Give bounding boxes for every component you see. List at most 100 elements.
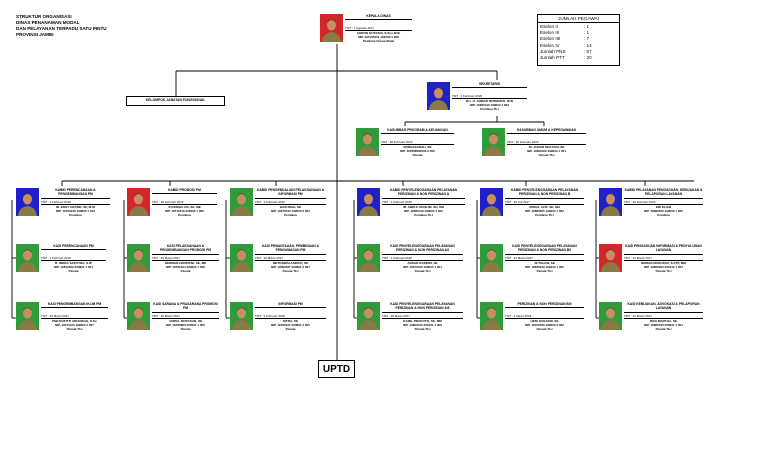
person-nip: NIP. 19660409 199003 1 004: [527, 149, 566, 153]
person-nip: NIP. 19690527 200801 2 007: [271, 265, 310, 269]
position-title: SEKRETARIS: [452, 82, 527, 89]
person-rank: Penata Tk.I: [414, 269, 431, 273]
person-name: REMAN MUKHTAR, S.STP, MM: [641, 261, 686, 265]
kasi-box: KASI PENYELENGGARAAN PELAYANAN PERIZINAN…: [357, 244, 463, 274]
person-name: Dt. JUNAN MULYADI, SE: [528, 145, 565, 149]
position-tmt: TMT : 2 Februari 2018: [452, 94, 527, 99]
person-photo-icon: [16, 244, 39, 272]
position-tmt: TMT : 29 Maret 2017: [152, 256, 219, 261]
person-name: RIZA MARTHA, SE: [649, 319, 678, 323]
person-rank: Penata: [68, 269, 79, 273]
person-name: R. INDRA SAPUTRA, S.IP: [54, 261, 92, 265]
kasi-box: KASI PENYELENGGARAAN PELAYANAN PERIZINAN…: [480, 244, 584, 274]
org-title-line4: PROVINSI JAMBI: [16, 32, 54, 37]
person-photo-icon: [230, 244, 253, 272]
sekretaris-box: SEKRETARIS TMT : 2 Februari 2018 Drs. H.…: [427, 82, 527, 112]
person-rank: Penata: [412, 153, 423, 157]
person-photo-icon: [127, 188, 150, 216]
person-photo-icon: [480, 302, 503, 330]
position-tmt: TMT : 30 Februari 2020: [624, 200, 703, 205]
subbag-box: KASUBBAG PROGRAM & KEUANGAN TMT : 28 Feb…: [356, 128, 454, 158]
position-title: KASI PENGEMBANGAN IKLIM PM: [41, 302, 108, 309]
person-name: NURHASANAH, SE: [403, 145, 432, 149]
staff-count-label: Eselon II: [540, 24, 558, 29]
person-name: AHRON HUSYADI, S.Sos,M.Si: [356, 31, 401, 35]
org-title-line3: DAN PELAYANAN TERPADU SATU PINTU: [16, 26, 107, 31]
person-photo-icon: [16, 302, 39, 330]
person-name: IR. ABDUL MUSLIM, SH, MH: [402, 205, 445, 209]
person-photo-icon: [356, 128, 379, 156]
person-rank: Pembina Utama Muda: [362, 39, 395, 43]
person-photo-icon: [16, 188, 39, 216]
position-title: KASI SARANA & PRASARANA PROMOSI PM: [152, 302, 219, 313]
staff-count-value: : 20: [584, 55, 592, 61]
person-name: ARSAD RAFIDIN, SE: [407, 261, 438, 265]
position-title: INFORMASI PM: [255, 302, 326, 309]
person-photo-icon: [480, 188, 503, 216]
position-title: KABID PELAYANAN PENGADUAN, KEBIJAKAN & P…: [624, 188, 703, 199]
position-tmt: TMT : 23 Maret 2017: [624, 256, 703, 261]
staff-count-label: Eselon IV: [540, 42, 560, 48]
person-rank: Penata Tk.I: [655, 269, 672, 273]
person-name: AFTAHAN, SE: [534, 261, 555, 265]
kasi-box: KASI PENGEMBANGAN IKLIM PM TMT : 29 Mare…: [16, 302, 108, 332]
person-nip: NIP. 19720916 199803 1 012: [56, 209, 95, 213]
staff-count-value: : 1: [584, 30, 590, 36]
person-rank: Penata Tk.I: [538, 153, 555, 157]
person-name: JARSA, MUTASAN, SE: [168, 319, 203, 323]
position-title: KASI PERENCANAAN PM: [41, 244, 106, 251]
position-tmt: TMT : 29 Maret 2017: [41, 314, 108, 319]
position-tmt: TMT : 28 Februari 2019: [152, 200, 217, 205]
position-title: KASI PELAKSANAAN & PENGEMBANGAN PROMOSI …: [152, 244, 219, 255]
staff-count-row: Eselon II: 1: [540, 24, 617, 30]
person-photo-icon: [320, 14, 343, 42]
position-tmt: TMT : 20 Februari 2020: [507, 140, 586, 145]
person-name: KAMIL PRAKOTO, SE, MM: [403, 319, 442, 323]
kasi-box: KASI PEMANTAUAN, PEMBINAAN & PENGAWASAN …: [230, 244, 326, 274]
person-nip: NIP. 19660410 199003 1 003: [470, 103, 509, 107]
person-nip: NIP. 197105101 199703 1 008: [358, 35, 399, 39]
person-nip: NIP. 19860203 200412 1 003: [644, 265, 683, 269]
person-photo-icon: [357, 244, 380, 272]
person-name: HASUNAH, SE: [279, 205, 302, 209]
person-nip: NIP. 19700529 199003 2 002: [525, 323, 564, 327]
kabid-box: KABID PENYELENGGARAAN PELAYANAN PERIZINA…: [480, 188, 584, 218]
person-name: ERI ELIAN: [655, 205, 672, 209]
position-title: PERIZINAN & NON PERIZINAN B/II: [505, 302, 584, 309]
person-nip: NIP. 19670510 199003 2 002: [271, 209, 310, 213]
staff-count-label: Jumlah PTT: [540, 55, 565, 61]
org-title: STRUKTUR ORGANISASI DINAS PENANAMAN MODA…: [16, 14, 107, 38]
person-name: ABDUL AZIZ, SE, MH: [529, 205, 560, 209]
person-rank: Penata: [180, 327, 191, 331]
person-nip: NIP. 19781204 200903 1 008: [166, 265, 205, 269]
position-tmt: TMT : 2 Februari 2018: [255, 200, 326, 205]
kabid-box: KABID PENYELENGGARAAN PELAYANAN PERIZINA…: [357, 188, 465, 218]
position-title: KABID PROMOSI PM: [152, 188, 217, 195]
person-name: HERMAN HERPIANI, SE, ME: [164, 261, 207, 265]
person-nip: NIP. 197808082003 2 002: [400, 149, 435, 153]
person-photo-icon: [230, 188, 253, 216]
person-name: DWI NOFITTI ARIANSAH, S.Sc: [52, 319, 97, 323]
person-rank: Penata Tk.I: [655, 327, 672, 331]
position-tmt: TMT : 2 Februari 2018: [41, 200, 110, 205]
position-title: KASI PENYELENGGARAAN PELAYANAN PERIZINAN…: [505, 244, 584, 255]
person-photo-icon: [127, 302, 150, 330]
person-nip: NIP. 19680419 199003 1 002: [404, 209, 443, 213]
person-rank: Penata: [285, 327, 296, 331]
person-rank: Pembina Tk.I: [535, 213, 554, 217]
person-name: Drs. H. AHMAD RUSMANTI, M.Si: [465, 99, 514, 103]
person-name: AYUNDHA OS, SE, ME: [168, 205, 201, 209]
person-photo-icon: [427, 82, 450, 110]
kasi-box: KASI PELAKSANAAN & PENGEMBANGAN PROMOSI …: [127, 244, 219, 274]
position-tmt: TMT : 29 Maret 2017: [152, 314, 219, 319]
position-tmt: TMT : 2 Maret 2018: [505, 314, 584, 319]
person-nip: NIP. 19620919 199203 1 005: [525, 265, 564, 269]
kasi-box: KASI KEBIJAKAN, ADVOKASI & PELAPORAN LAY…: [599, 302, 703, 332]
position-title: KASI KEBIJAKAN, ADVOKASI & PELAPORAN LAY…: [624, 302, 703, 313]
kabid-box: KABID PROMOSI PM TMT : 28 Februari 2019 …: [127, 188, 217, 218]
staff-count-row: Jumlah PTT : 20: [540, 55, 617, 61]
staff-count-label: Eselon III: [540, 30, 560, 36]
position-tmt: TMT : 2 Februari 2018: [382, 256, 463, 261]
position-title: KASI PEMANTAUAN, PEMBINAAN & PENGAWASAN …: [255, 244, 326, 255]
staff-count-table: JUMLAH PEGAWAI Eselon II: 1 Eselon III: …: [537, 14, 620, 66]
